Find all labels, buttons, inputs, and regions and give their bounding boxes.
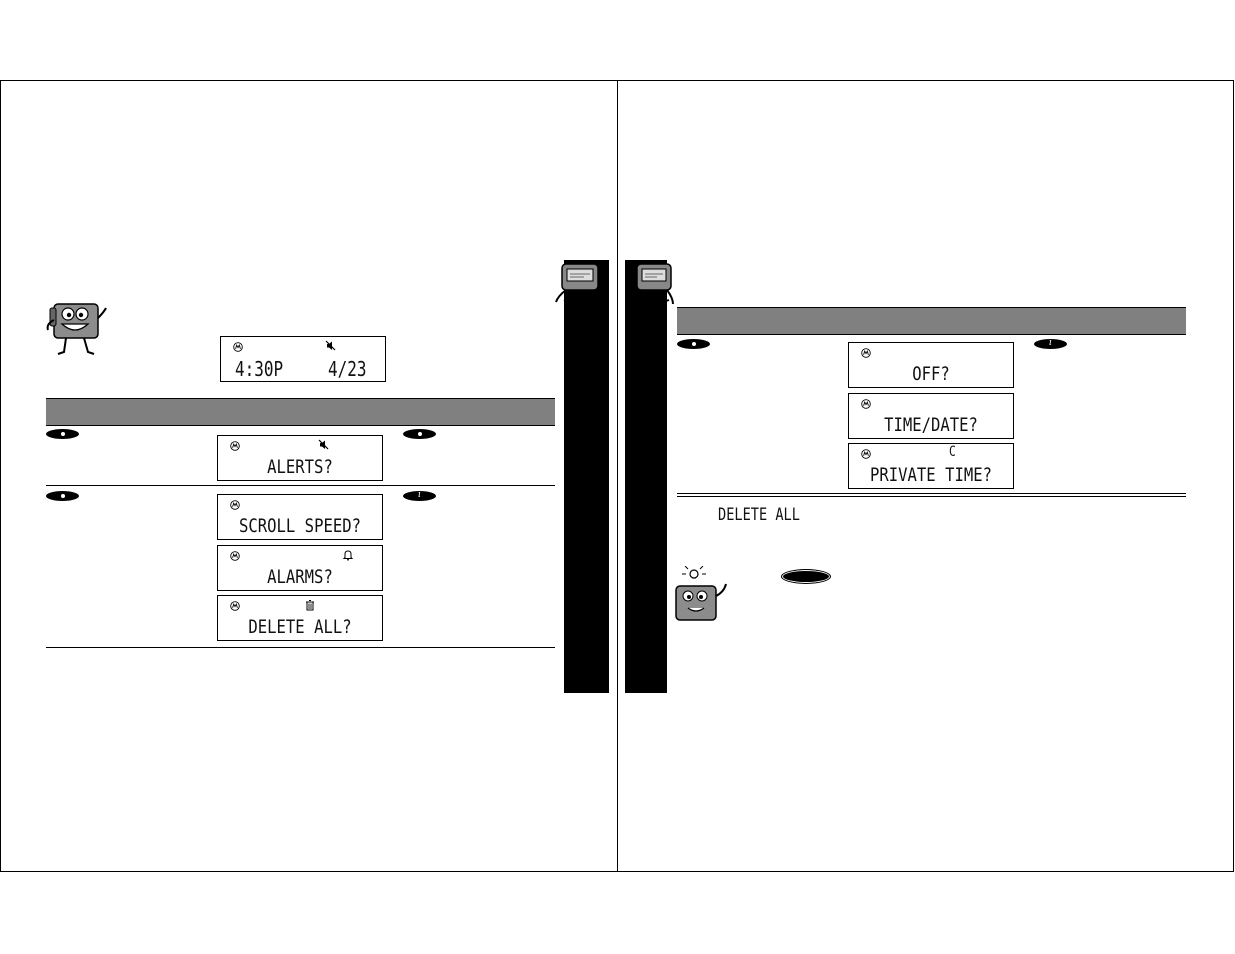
time-date-display: TIME/DATE? <box>848 393 1014 439</box>
scroll-speed-label: SCROLL SPEED? <box>239 515 361 537</box>
motorola-logo-icon <box>861 449 871 459</box>
home-date: 4/23 <box>328 357 367 381</box>
select-button-icon <box>403 429 436 439</box>
home-screen-display: 4:30P 4/23 <box>220 336 386 382</box>
row-divider <box>46 485 555 486</box>
bell-icon <box>342 549 354 561</box>
motorola-logo-icon <box>861 348 871 358</box>
home-time: 4:30P <box>235 357 284 381</box>
delete-all-text: DELETE ALL <box>718 505 800 525</box>
scroll-speed-display: SCROLL SPEED? <box>217 494 383 540</box>
time-date-label: TIME/DATE? <box>884 414 978 436</box>
lightbulb-icon <box>675 566 727 621</box>
select-button-icon <box>46 491 79 501</box>
alerts-display: ALERTS? <box>217 435 383 481</box>
row-divider <box>46 647 555 648</box>
select-button-icon <box>677 339 710 349</box>
motorola-logo-icon <box>861 399 871 409</box>
motorola-logo-icon <box>230 601 240 611</box>
speaker-muted-icon <box>318 439 330 451</box>
alarms-display: ALARMS? <box>217 545 383 591</box>
off-label: OFF? <box>912 363 950 385</box>
pager-tab-icon <box>555 263 600 305</box>
section-tab-right <box>625 260 667 693</box>
select-button-icon <box>46 429 79 439</box>
off-display: OFF? <box>848 342 1014 388</box>
motorola-logo-icon <box>233 342 243 352</box>
private-time-display: C PRIVATE TIME? <box>848 443 1014 489</box>
trash-icon <box>304 599 316 611</box>
delete-all-display: DELETE ALL? <box>217 595 383 641</box>
motorola-logo-icon <box>230 441 240 451</box>
pager-tab-icon <box>630 263 674 305</box>
read-button-icon <box>781 569 831 584</box>
motorola-logo-icon <box>230 551 240 561</box>
alarms-label: ALARMS? <box>267 566 333 588</box>
info-button-icon: i <box>403 490 436 501</box>
private-time-label: PRIVATE TIME? <box>870 464 992 486</box>
table-header-bar <box>46 398 555 426</box>
section-divider <box>677 493 1186 497</box>
info-button-icon: i <box>1034 338 1067 349</box>
pager-mascot-icon <box>46 303 107 355</box>
motorola-logo-icon <box>230 500 240 510</box>
delete-all-label: DELETE ALL? <box>248 616 352 638</box>
private-time-indicator: C <box>949 444 956 460</box>
table-header-bar <box>677 307 1186 335</box>
alerts-label: ALERTS? <box>267 456 333 478</box>
speaker-muted-icon <box>325 340 337 352</box>
section-tab-left <box>564 260 609 693</box>
